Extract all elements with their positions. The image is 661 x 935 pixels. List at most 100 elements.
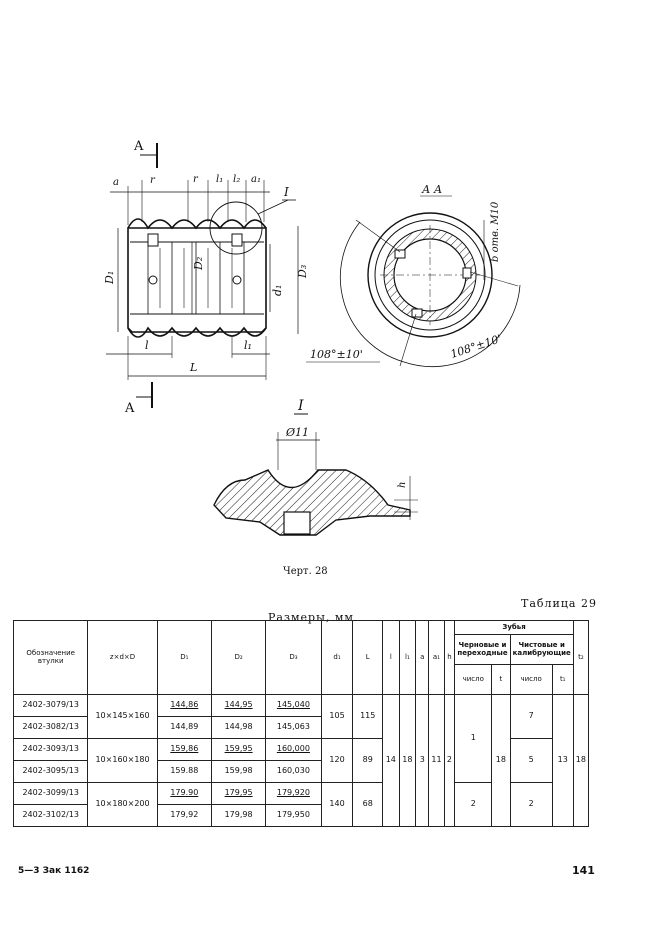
table-cell: 179,920 [265,782,322,805]
header-a: a [415,620,430,695]
table-cell: 144,89 [156,716,212,739]
header-l1: l₁ [398,620,417,695]
table-cell: 10×180×200 [87,782,158,827]
spec-table: Обозначение втулки z×d×D D₁ D₂ D₃ d₁ L l… [12,620,590,827]
angle-left-label: 108°±10' [310,348,363,361]
header-d3: D₃ [265,620,322,695]
table-cell: 10×160×180 [87,738,158,783]
table-cell: 159,98 [210,760,267,783]
figure-caption: Черт. 28 [283,566,328,577]
table-cell: 13 [551,694,574,827]
table-cell: 115 [352,694,383,739]
table-cell: 5 [509,738,553,783]
table-cell: 11 [428,694,445,827]
table-cell: 3 [415,694,430,827]
svg-text:D₂: D₂ [192,257,205,271]
header-count: число [454,664,493,695]
table-cell: 179,95 [210,782,267,805]
table-cell: 160,030 [265,760,322,783]
svg-text:b отв. М10: b отв. М10 [490,201,501,262]
header-d1: D₁ [156,620,212,695]
table-cell: 159,95 [210,738,267,761]
svg-text:r: r [193,174,199,185]
table-row: 2402-3102/13 179,92 179,98 179,950 [12,804,589,827]
table-row: 2402-3082/13 144,89 144,98 145,063 [12,716,589,739]
header-t: t [491,664,511,695]
page-number: 141 [572,864,595,877]
detail-title: I [297,398,304,414]
section-aa-title: А А [421,183,442,196]
table-cell: 1 [454,694,493,783]
svg-text:D₁: D₁ [103,271,116,285]
table-cell: 2 [443,694,456,827]
table-cell: 10×145×160 [87,694,158,739]
table-row: 2402-3093/13 10×160×180 159,86 159,95 16… [12,738,589,783]
bushing-side-view [127,201,267,338]
table-cell: 145,040 [265,694,322,717]
header-zdd: z×d×D [87,620,158,695]
table-cell: 2402-3079/13 [12,694,89,717]
header-h: h [443,620,456,695]
section-marker-bottom: A [124,382,153,416]
svg-text:r: r [150,175,156,186]
header-t2: t₂ [572,620,590,695]
svg-text:I: I [283,185,289,199]
footer-left: 5—3 Зак 1162 [18,866,90,876]
header-a1: a₁ [428,620,445,695]
table-cell: 159,86 [156,738,212,761]
section-aa-view: А А b отв. М10 108°±10' 108°±10' [306,183,521,368]
detail-i-view: I Ø11 h [213,398,418,536]
svg-text:L: L [189,361,197,374]
header-l: l [381,620,400,695]
table-number: Таблица 29 [521,597,597,610]
section-label-bottom: A [124,401,135,416]
table-cell: 68 [352,782,383,827]
table-cell: 160,000 [265,738,322,761]
table-cell: 144,95 [210,694,267,717]
table-cell: 159.88 [156,760,212,783]
header-designation: Обозначение втулки [12,620,89,695]
phi-label: Ø11 [285,426,309,439]
svg-text:h: h [397,482,408,488]
svg-text:D₃: D₃ [296,265,309,279]
table-cell: 2402-3102/13 [12,804,89,827]
table-cell: 89 [352,738,383,783]
svg-text:l₁: l₁ [244,339,252,352]
header-teeth: Зубья [454,620,574,635]
table-cell: 145,063 [265,716,322,739]
table-cell: 18 [491,694,511,827]
table-cell: 18 [398,694,417,827]
top-dimensions: a r r l₁ l₂ a₁ [110,174,270,225]
table-cell: 179,950 [265,804,322,827]
table-cell: 105 [320,694,354,739]
table-cell: 179.90 [156,782,212,805]
table-cell: 140 [320,782,354,827]
header-count2: число [509,664,553,695]
table-cell: 179,98 [210,804,267,827]
section-label-top: A [133,139,144,154]
vertical-dimensions: D₁ D₂ d₁ D₃ [103,226,309,334]
table-cell: 179,92 [156,804,212,827]
table-cell: 2402-3093/13 [12,738,89,761]
table-cell: 2402-3095/13 [12,760,89,783]
header-t1: t₁ [551,664,574,695]
table-row: 2402-3079/13 10×145×160 144,86 144,95 14… [12,694,590,827]
angle-right-label: 108°±10' [449,332,503,361]
table-cell: 18 [572,694,590,827]
bottom-dimensions: l l₁ L [106,336,270,380]
detail-leader: I [257,185,296,215]
header-L: L [352,620,383,695]
table-row: 2402-3099/13 10×180×200 179.90 179,95 17… [12,782,589,827]
svg-text:a₁: a₁ [251,174,261,185]
svg-text:a: a [113,177,119,188]
table-cell: 7 [509,694,553,739]
table-cell: 2 [454,782,493,827]
table-cell: 14 [381,694,400,827]
svg-text:d₁: d₁ [271,285,284,296]
table-cell: 2402-3099/13 [12,782,89,805]
svg-text:l: l [145,339,149,352]
table-cell: 2402-3082/13 [12,716,89,739]
header-rough: Черновые и переходные [454,634,511,665]
header-small-d1: d₁ [320,620,354,695]
table-cell: 2 [509,782,553,827]
